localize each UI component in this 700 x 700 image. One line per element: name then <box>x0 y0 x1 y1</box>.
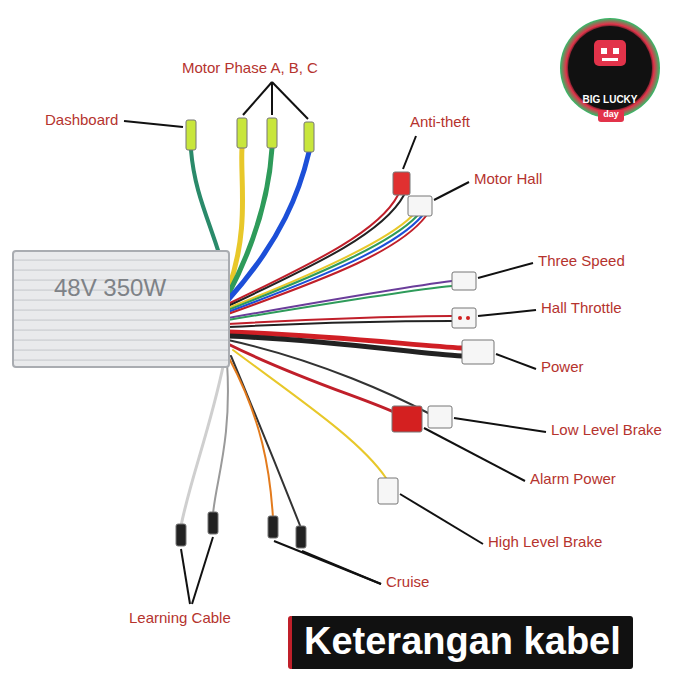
brake-plug <box>428 406 452 428</box>
node-text: 48V 350W <box>54 274 228 302</box>
speed-plug <box>452 272 476 290</box>
wire <box>228 216 417 310</box>
wire <box>228 216 426 314</box>
wire-label: Learning Cable <box>129 609 231 627</box>
leader-line <box>274 541 381 584</box>
cruise-plug <box>296 526 306 548</box>
logo-mouth <box>602 58 618 61</box>
wire-label: Low Level Brake <box>551 421 662 439</box>
logo-tag <box>598 110 624 122</box>
wire <box>228 216 422 312</box>
logo-text: BIG LUCKY <box>583 94 638 106</box>
wire <box>228 281 452 318</box>
learning-plug <box>208 512 218 534</box>
wire-label: Hall Throttle <box>541 299 622 317</box>
leader-line <box>400 494 483 544</box>
wire <box>228 344 398 414</box>
wire <box>228 195 404 306</box>
leader-line <box>496 354 536 369</box>
wire-label: Dashboard <box>45 111 118 129</box>
leader-line <box>424 428 525 481</box>
leader-line <box>454 418 546 432</box>
spade-plug <box>267 118 277 148</box>
wire-label: Cruise <box>386 573 429 591</box>
leader-line <box>124 121 183 127</box>
wire <box>228 340 430 414</box>
hall-plug <box>408 196 432 216</box>
leader-line <box>403 136 416 169</box>
leader-line <box>181 549 190 604</box>
spade-plug <box>304 122 314 152</box>
wire <box>181 362 224 526</box>
logo-eye <box>601 48 607 54</box>
logo-robot <box>594 40 626 66</box>
anti-theft-plug <box>393 172 410 195</box>
spade-plug <box>237 118 247 148</box>
wire <box>213 362 228 514</box>
wire-label: Power <box>541 358 584 376</box>
wire-label: Alarm Power <box>530 470 616 488</box>
wire-label: Motor Hall <box>474 170 542 188</box>
leader-line <box>272 82 308 119</box>
spade-plug <box>186 120 196 150</box>
plug-dot <box>458 316 462 320</box>
wire-label: High Level Brake <box>488 533 602 551</box>
wire <box>228 152 309 300</box>
leader-line <box>434 182 469 200</box>
alarm-plug <box>392 406 422 432</box>
throttle-plug <box>452 308 476 328</box>
logo-text: day <box>603 109 619 120</box>
node-text: Keterangan kabel <box>304 620 621 663</box>
wire-label: Anti-theft <box>410 113 470 131</box>
plug-dot <box>466 316 470 320</box>
power-plug <box>462 340 494 364</box>
logo-inner <box>568 26 652 110</box>
wire <box>228 286 452 320</box>
caption-banner: Keterangan kabel <box>288 616 633 669</box>
leader-line <box>192 537 213 604</box>
leader-line <box>478 263 533 278</box>
leader-line <box>243 82 272 115</box>
leader-line <box>271 82 273 115</box>
brake-plug <box>378 478 398 504</box>
wire <box>229 358 273 518</box>
wire-label: Three Speed <box>538 252 625 270</box>
learning-plug <box>176 524 186 546</box>
leader-line <box>478 310 536 316</box>
wire <box>228 321 452 327</box>
cruise-plug <box>268 516 278 538</box>
controller-box: 48V 350W <box>12 250 230 368</box>
wire-label: Motor Phase A, B, C <box>182 59 318 77</box>
wire <box>228 195 398 304</box>
logo-circle <box>560 18 660 118</box>
logo-eye <box>613 48 619 54</box>
wire <box>228 336 462 356</box>
